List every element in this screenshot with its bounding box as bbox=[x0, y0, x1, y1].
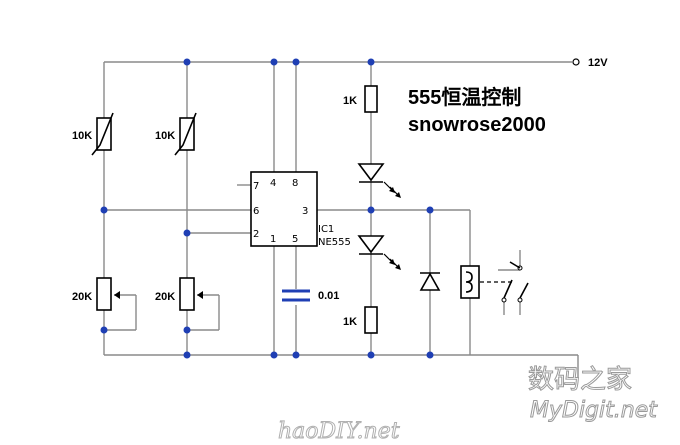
wires bbox=[103, 61, 579, 378]
ic-ref-label: IC1 bbox=[318, 224, 334, 235]
thermistor-left-label: 10K bbox=[72, 130, 92, 142]
pin-8: 8 bbox=[292, 178, 298, 189]
resistor-top bbox=[364, 85, 378, 113]
thermistor-right-label: 10K bbox=[155, 130, 175, 142]
relay-contacts bbox=[501, 261, 529, 303]
pin-4: 4 bbox=[270, 178, 276, 189]
pin-5: 5 bbox=[292, 234, 298, 245]
thermistor-right bbox=[174, 112, 197, 156]
pin-7: 7 bbox=[253, 181, 259, 192]
resistor-bottom-label: 1K bbox=[343, 316, 357, 328]
resistor-top-label: 1K bbox=[343, 95, 357, 107]
capacitor bbox=[282, 289, 310, 305]
ic-ne555: 7 4 8 6 3 2 1 5 bbox=[250, 171, 318, 247]
supply-terminal bbox=[572, 58, 580, 66]
watermark-logo: haoDIY.net bbox=[278, 419, 400, 444]
pot-right-label: 20K bbox=[155, 291, 175, 303]
led-bottom bbox=[357, 235, 401, 270]
pin-1: 1 bbox=[270, 234, 276, 245]
capacitor-label: 0.01 bbox=[318, 290, 339, 302]
ic-part-label: NE555 bbox=[318, 237, 351, 248]
watermark-cn: 数码之家 bbox=[528, 365, 632, 395]
pot-right bbox=[179, 277, 203, 311]
resistor-bottom bbox=[364, 306, 378, 334]
title-line2: snowrose2000 bbox=[408, 114, 546, 136]
relay-coil bbox=[460, 265, 480, 299]
thermistor-left bbox=[91, 112, 114, 156]
junctions bbox=[100, 58, 434, 359]
pot-left-label: 20K bbox=[72, 291, 92, 303]
title-line1: 555恒温控制 bbox=[408, 85, 521, 109]
supply-label: 12V bbox=[588, 57, 608, 69]
pin-2: 2 bbox=[253, 229, 259, 240]
diode bbox=[419, 272, 441, 291]
pin-3: 3 bbox=[302, 206, 308, 217]
pot-left bbox=[96, 277, 120, 311]
led-top bbox=[357, 163, 401, 198]
watermark-site: MyDigit.net bbox=[530, 398, 658, 423]
pin-6: 6 bbox=[253, 206, 259, 217]
